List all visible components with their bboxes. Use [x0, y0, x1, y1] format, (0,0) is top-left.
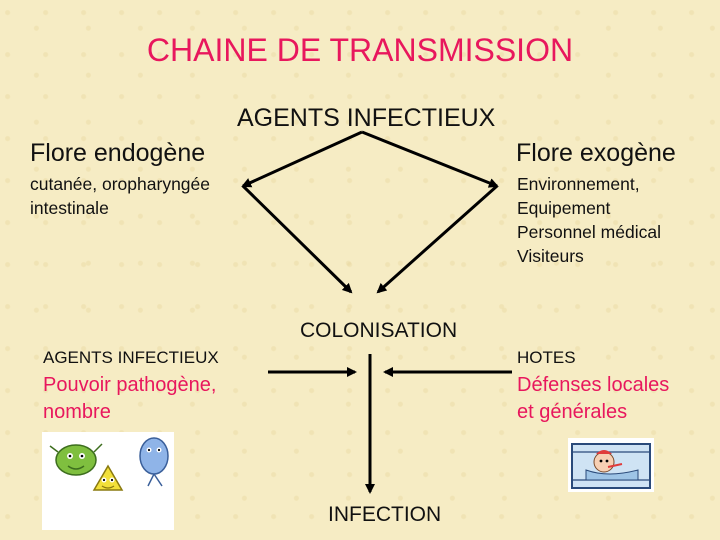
arrow-top-to-left [241, 130, 363, 188]
arrow-top-to-right [361, 130, 499, 188]
exogene-detail-line: Personnel médical [517, 222, 661, 242]
endogene-details: cutanée, oropharyngée intestinale [30, 172, 210, 220]
agents-infectieux-label: AGENTS INFECTIEUX [43, 348, 219, 367]
exogene-detail-line: Equipement [517, 198, 611, 218]
flore-exogene-label: Flore exogène [516, 139, 676, 167]
hotes-label: HOTES [517, 348, 576, 367]
page-title: CHAINE DE TRANSMISSION [146, 32, 574, 68]
exogene-detail-line: Visiteurs [517, 246, 584, 266]
patient-in-bed-icon [571, 443, 651, 489]
blue-microbe-icon [139, 437, 169, 487]
microbes-illustration [42, 432, 174, 530]
colonisation-label: COLONISATION [300, 319, 458, 342]
yellow-microbe-icon [92, 464, 124, 491]
hotes-details: Défenses locales et générales [517, 372, 669, 426]
green-microbe-icon [49, 443, 103, 476]
patient-illustration [568, 438, 654, 492]
agents-detail-line: nombre [43, 401, 111, 423]
flore-endogene-label: Flore endogène [30, 139, 206, 167]
agents-details: Pouvoir pathogène, nombre [43, 372, 216, 426]
arrow-left-to-colonisation [241, 184, 353, 294]
exogene-details: Environnement, Equipement Personnel médi… [517, 172, 661, 268]
agents-detail-line: Pouvoir pathogène, [43, 374, 217, 396]
exogene-detail-line: Environnement, [517, 174, 640, 194]
arrow-right-to-colonisation [376, 184, 498, 294]
agents-infectieux-top: AGENTS INFECTIEUX [237, 104, 496, 132]
hotes-detail-line: et générales [517, 401, 628, 423]
hotes-detail-line: Défenses locales [517, 374, 670, 396]
infection-label: INFECTION [328, 503, 442, 526]
endogene-detail-line: cutanée, oropharyngée [30, 174, 210, 194]
endogene-detail-line: intestinale [30, 198, 109, 218]
